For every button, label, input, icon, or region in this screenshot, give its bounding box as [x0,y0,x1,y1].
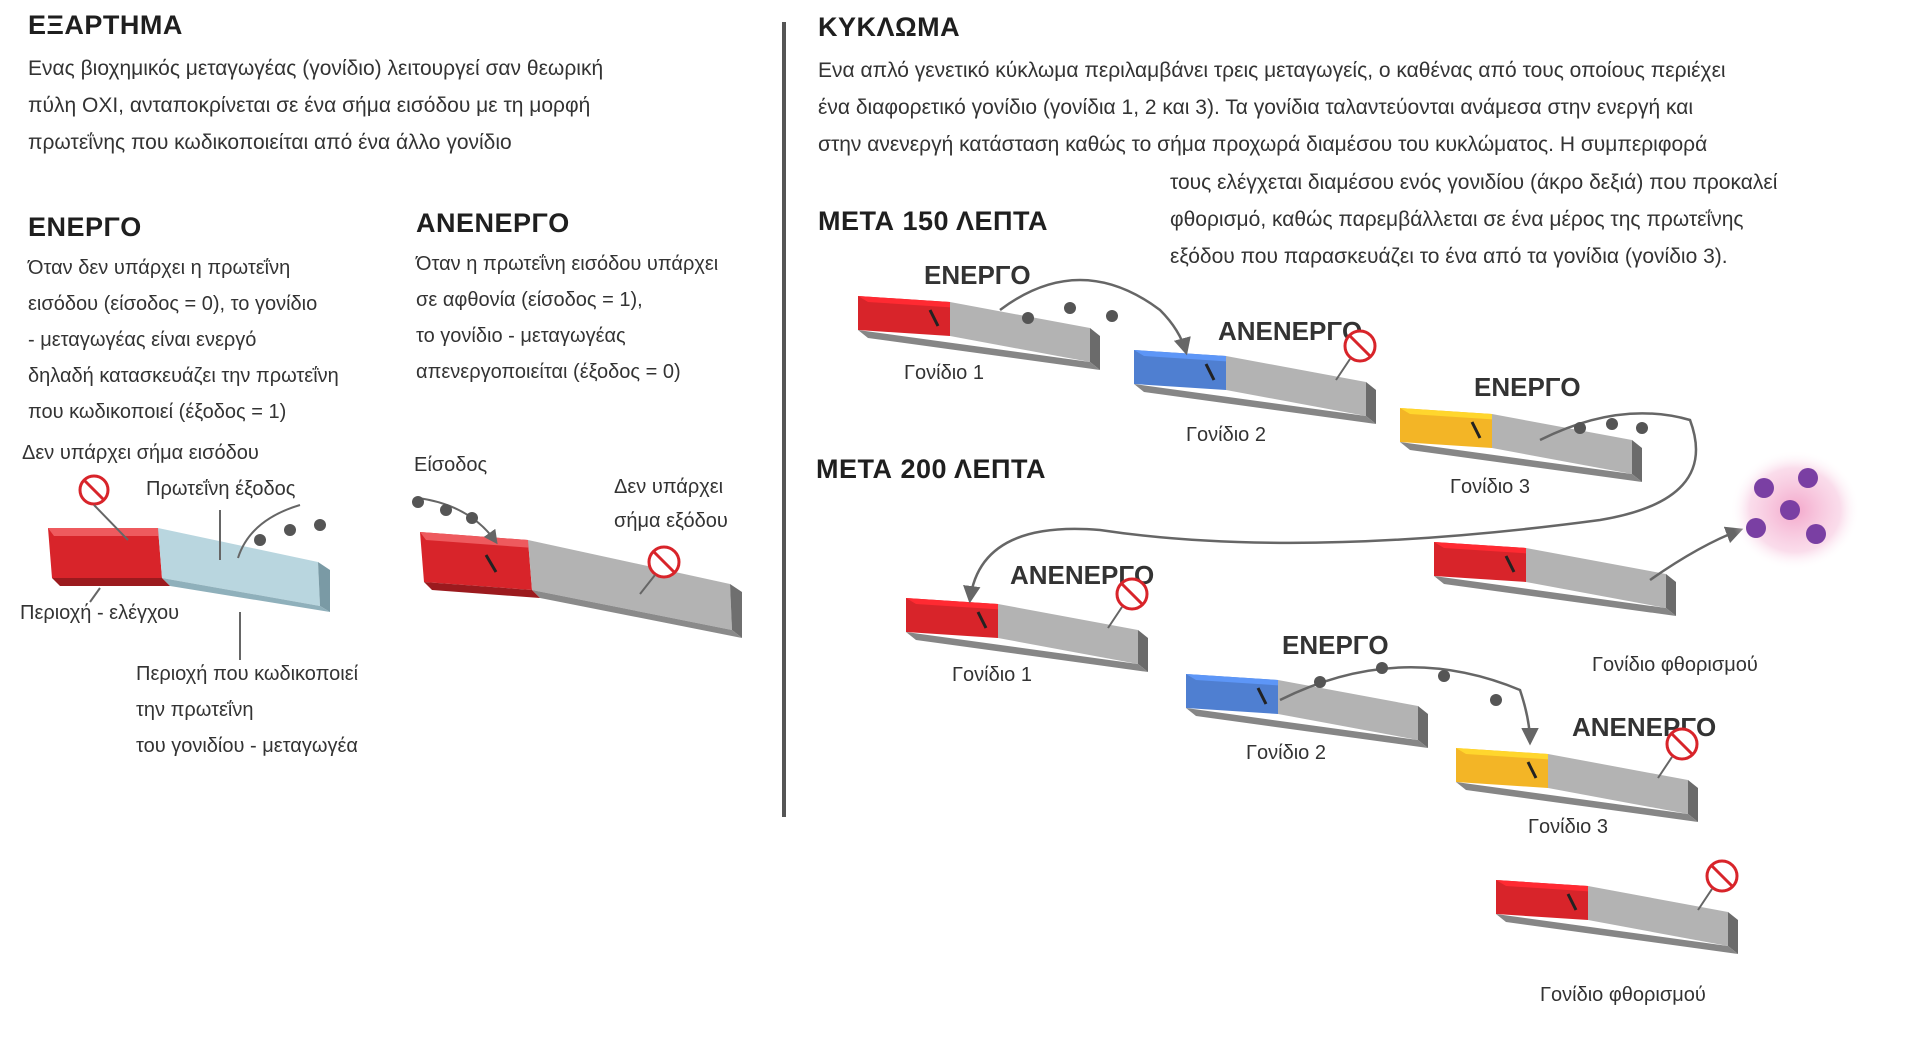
output-protein-dot [314,519,326,531]
after-150-label: ΜΕΤΑ 150 ΛΕΠΤΑ [818,206,1049,236]
protein-dot [1314,676,1326,688]
gene2-inactive-label: ΑΝΕΝΕΡΓΟ [1218,316,1363,346]
fluorescence-arrow [1649,526,1744,582]
panel-divider [782,22,786,817]
inactive-description-line: το γονίδιο - μεταγωγέας [416,325,626,347]
right-intro-continued: τους ελέγχεται διαμέσου ενός γονιδίου (ά… [1170,164,1910,275]
right-intro-line: τους ελέγχεται διαμέσου ενός γονιδίου (ά… [1170,171,1778,194]
gene2-active-label: ΕΝΕΡΓΟ [1282,630,1389,660]
left-intro: Ενας βιοχημικός μεταγωγέας (γονίδιο) λει… [28,50,768,161]
coding-region-label-line: την πρωτεΐνη [136,699,254,721]
no-output-icon [647,545,681,579]
output-arrow [237,504,301,559]
input-label: Είσοδος [414,454,488,476]
gene2-switch-200 [1186,674,1428,748]
no-output-icon [1697,859,1739,911]
gene3-label: Γονίδιο 3 [1450,476,1530,498]
fluorescence-glow [1730,450,1860,570]
gene2-label: Γονίδιο 2 [1186,424,1266,446]
right-intro: Ενα απλό γενετικό κύκλωμα περιλαμβάνει τ… [818,52,1908,163]
active-description-line: που κωδικοποιεί (έξοδος = 1) [28,401,287,423]
inactive-description-line: Όταν η πρωτεΐνη εισόδου υπάρχει [416,253,719,275]
right-intro-line: στην ανενεργή κατάσταση καθώς το σήμα πρ… [818,133,1708,156]
circuit-genes [858,296,1739,954]
protein-dot [1636,422,1648,434]
protein-dot [1064,302,1076,314]
protein-dot [1490,694,1502,706]
input-protein-dot [440,504,452,516]
output-protein-dot [254,534,266,546]
active-gene-switch [48,528,330,612]
gene1-active-label: ΕΝΕΡΓΟ [924,260,1031,290]
control-region-label: Περιοχή - ελέγχου [20,602,180,624]
fluorescent-gene-switch-top [1434,542,1676,616]
coding-region-label-line: Περιοχή που κωδικοποιεί [136,663,359,685]
left-intro-line: πρωτεΐνης που κωδικοποιείται από ένα άλλ… [28,131,512,154]
gene3-switch-150 [1400,408,1642,482]
gene1-switch-150 [858,296,1100,370]
gene1-label: Γονίδιο 1 [904,362,984,384]
no-input-icon [78,474,110,506]
gene2-label-lower: Γονίδιο 2 [1246,742,1326,764]
gene3-switch-200 [1456,727,1699,822]
active-description-line: δηλαδή κατασκευάζει την πρωτεΐνη [28,365,339,387]
protein-dot [1022,312,1034,324]
no-output-label-line: Δεν υπάρχει [614,476,724,498]
right-intro-line: φθορισμό, καθώς παρεμβάλλεται σε ένα μέρ… [1170,208,1744,231]
coding-region-label: Περιοχή που κωδικοποιεί την πρωτεΐνη του… [136,656,436,764]
coding-region-label-line: του γονιδίου - μεταγωγέα [136,735,358,757]
protein-output-label: Πρωτεΐνη έξοδος [146,478,296,500]
control-region-pointer [89,587,101,603]
protein-dot [1606,418,1618,430]
no-output-pointer [639,574,656,595]
input-protein-dot [412,496,424,508]
inactive-description-line: σε αφθονία (είσοδος = 1), [416,289,643,311]
right-title: ΚΥΚΛΩΜΑ [818,12,961,42]
circuit-arrow-1-2 [999,278,1191,356]
gene2-switch-150 [1134,329,1377,424]
active-title: ΕΝΕΡΓΟ [28,212,142,242]
no-input-label: Δεν υπάρχει σήμα εισόδου [22,442,259,464]
fluorescent-gene-switch-bottom [1496,859,1739,954]
inactive-title: ΑΝΕΝΕΡΓΟ [416,208,570,238]
no-output-label: Δεν υπάρχει σήμα εξόδου [614,470,774,538]
no-output-label-line: σήμα εξόδου [614,510,728,532]
inactive-gene-switch [420,532,742,638]
active-description: Όταν δεν υπάρχει η πρωτεΐνη εισόδου (είσ… [28,250,388,430]
input-protein-dot [466,512,478,524]
input-arrow [417,497,498,545]
circuit-arrow-3-loop [963,412,1698,604]
left-intro-line: πύλη ΟΧΙ, ανταποκρίνεται σε ένα σήμα εισ… [28,94,591,117]
gene1-label-lower: Γονίδιο 1 [952,664,1032,686]
active-description-line: - μεταγωγέας είναι ενεργό [28,329,257,351]
circuit-arrow-2-3 [1279,666,1539,746]
inactive-description-line: απενεργοποιείται (έξοδος = 0) [416,361,681,383]
fluorescent-gene-label-top: Γονίδιο φθορισμού [1592,654,1758,676]
gene3-label-lower: Γονίδιο 3 [1528,816,1608,838]
after-200-label: ΜΕΤΑ 200 ΛΕΠΤΑ [816,454,1047,484]
fluorescent-gene-label-bottom: Γονίδιο φθορισμού [1540,984,1706,1006]
right-intro-line: Ενα απλό γενετικό κύκλωμα περιλαμβάνει τ… [818,59,1726,82]
no-input-pointer [93,504,129,541]
output-protein-dot [284,524,296,536]
protein-dot [1574,422,1586,434]
protein-dot [1106,310,1118,322]
no-output-icon [1657,727,1699,779]
no-output-icon [1335,329,1377,381]
protein-dot [1438,670,1450,682]
gene1-switch-200 [906,577,1149,672]
right-intro-line: ένα διαφορετικό γονίδιο (γονίδια 1, 2 κα… [818,96,1694,119]
protein-dot [1376,662,1388,674]
active-description-line: Όταν δεν υπάρχει η πρωτεΐνη [28,257,291,279]
active-description-line: εισόδου (είσοδος = 0), το γονίδιο [28,293,318,315]
left-title: ΕΞΑΡΤΗΜΑ [28,10,183,40]
no-output-icon [1107,577,1149,629]
right-intro-line: εξόδου που παρασκευάζει το ένα από τα γο… [1170,245,1728,268]
left-intro-line: Ενας βιοχημικός μεταγωγέας (γονίδιο) λει… [28,57,604,80]
gene3-active-label: ΕΝΕΡΓΟ [1474,372,1581,402]
inactive-description: Όταν η πρωτεΐνη εισόδου υπάρχει σε αφθον… [416,246,776,390]
